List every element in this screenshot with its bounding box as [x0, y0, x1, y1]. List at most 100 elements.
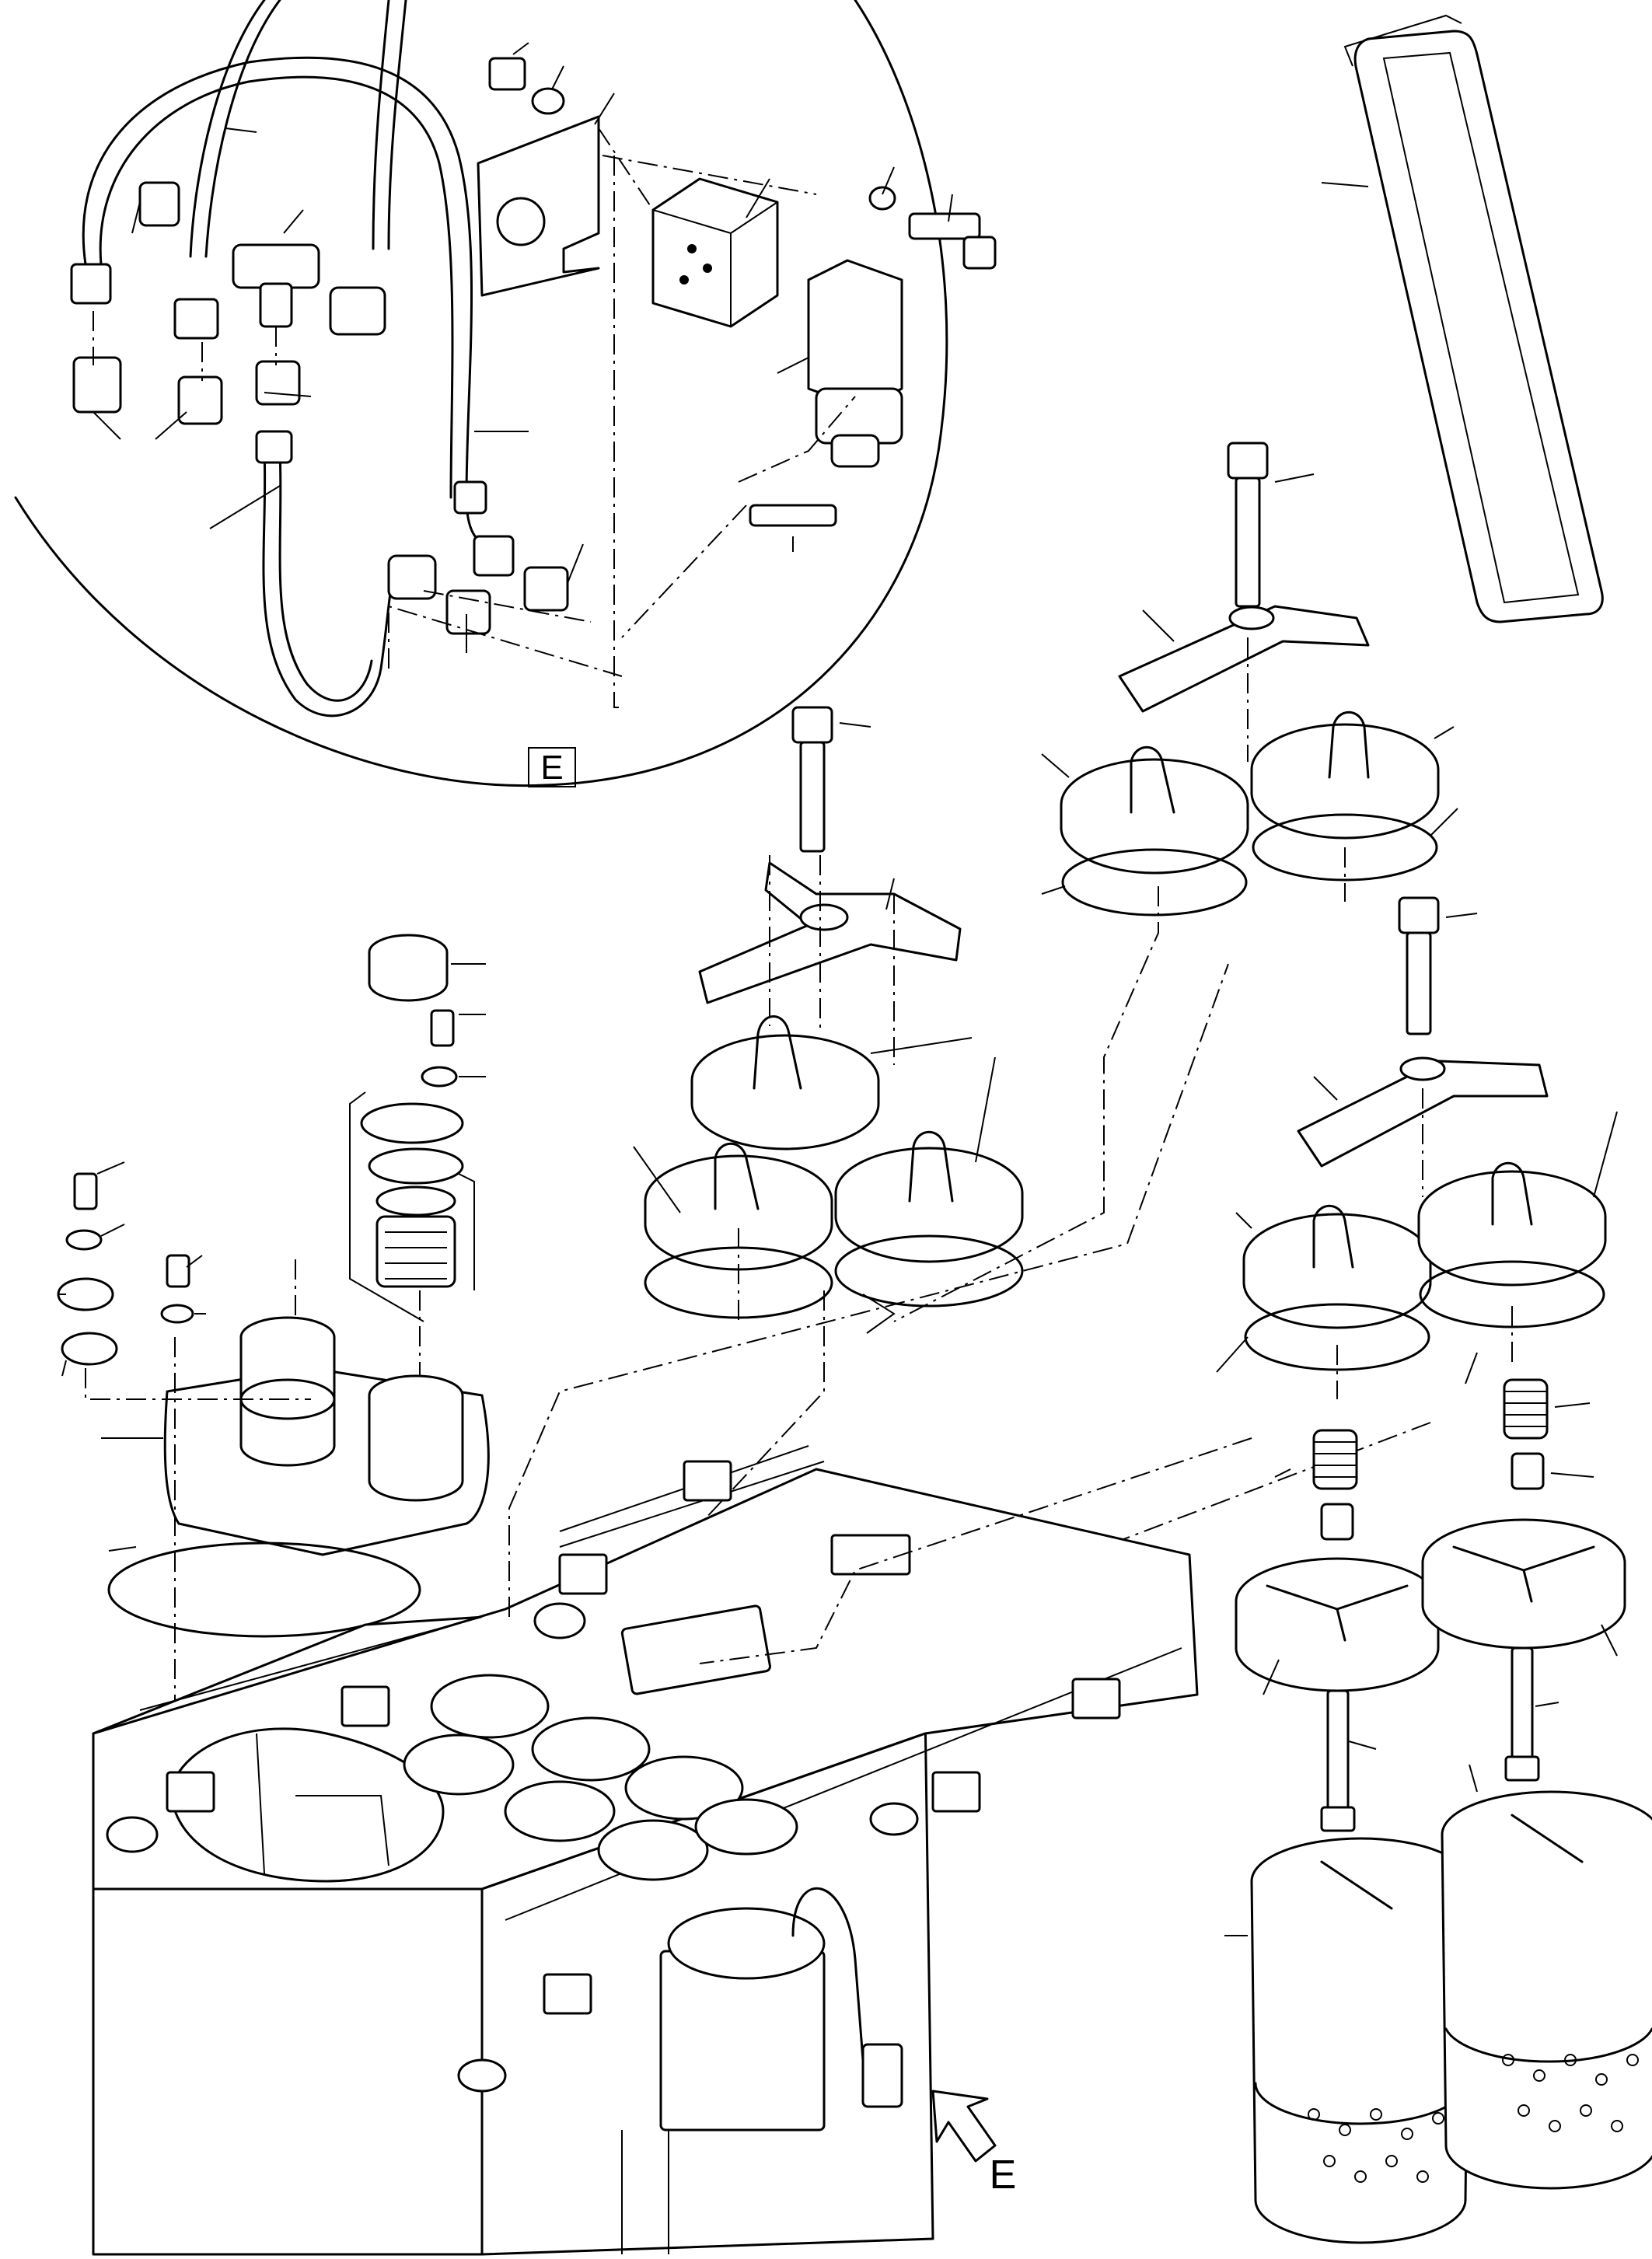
cover-handle: [1130, 745, 1175, 814]
spring-retainer: [1320, 1503, 1354, 1541]
hex-bolt-head: [1398, 896, 1440, 934]
o-ring: [375, 1185, 456, 1217]
assembly-line: [606, 855, 895, 1625]
hex-bolt-head: [962, 236, 997, 270]
hydraulic-hose: [189, 0, 266, 258]
filter-cover-assembly-center: [606, 706, 1024, 1625]
inspection-cover: [620, 1604, 771, 1695]
adapter-fitting: [177, 375, 223, 425]
solenoid-valve: [861, 2043, 903, 2108]
solenoid-valve: [807, 259, 903, 410]
hex-bolt-head: [1227, 442, 1269, 480]
filler-flange: [360, 1102, 464, 1144]
gasket-frame: [1353, 30, 1604, 623]
leader-line: [1216, 913, 1618, 1384]
clamp-hub: [1228, 606, 1275, 630]
hydraulic-tank-frame: E: [92, 855, 1252, 2256]
tank-cover-gasket: [107, 1541, 421, 1638]
cover-handle: [714, 1142, 760, 1210]
port: [687, 244, 697, 253]
two-arm-clamp: [1118, 605, 1370, 713]
filter-cover-rim: [834, 1193, 1024, 1263]
lifting-eye: [533, 1602, 586, 1639]
three-arm-clamp: [698, 861, 962, 1004]
long-bolt-head: [1504, 1755, 1540, 1782]
filter-port: [403, 1734, 515, 1796]
filter-cover-rim: [1250, 770, 1440, 840]
frame-bracket: [558, 1553, 608, 1595]
cover-handle: [908, 1130, 954, 1203]
view-arrow-label: E: [990, 2153, 1017, 2198]
washer: [868, 186, 896, 211]
frame-bracket: [931, 1771, 981, 1813]
adapter-fitting: [138, 181, 180, 227]
long-bolt-head: [1320, 1806, 1356, 1832]
o-ring: [368, 1147, 464, 1185]
socket-screw: [749, 504, 837, 527]
assembly-line: [714, 1088, 1513, 1657]
filter-port: [531, 1716, 651, 1782]
leader-line: [633, 722, 996, 1334]
hose-nut: [70, 263, 112, 305]
valve-block: [651, 177, 779, 328]
manifold-pipe: [791, 1887, 864, 2062]
hex-bolt: [908, 212, 981, 240]
gasket-handle: [1343, 14, 1462, 67]
filter-cover-assembly-lower: [714, 896, 1618, 1657]
hex-bolt-shank: [1235, 477, 1261, 608]
strainer-body: [1250, 1880, 1471, 2244]
hose-nut: [453, 480, 487, 515]
frame-bracket: [543, 1973, 592, 2015]
tee-fitting: [232, 243, 320, 289]
hex-bolt-shank: [799, 741, 826, 853]
lock-washer: [531, 87, 565, 115]
strainer-mesh: [385, 1231, 447, 1280]
o-ring: [1244, 1303, 1430, 1371]
gasket-ring: [61, 1332, 118, 1366]
adapter-fitting: [445, 589, 491, 635]
hex-nut: [488, 57, 526, 91]
adapter-fitting: [255, 360, 301, 406]
elbow-fitting: [329, 286, 386, 336]
detail-view-label-box: [528, 747, 576, 787]
long-bolt: [1326, 1689, 1350, 1817]
strainer-perforations: [1308, 2054, 1639, 2183]
clamp-hub: [799, 903, 849, 931]
detail-view-label: E: [540, 749, 563, 787]
strainer-body: [1441, 1834, 1652, 2190]
spring-coils: [1504, 1391, 1547, 1427]
frame-bracket: [683, 1460, 732, 1502]
lifting-eye: [106, 1816, 159, 1853]
cover-gasket: [1321, 14, 1604, 623]
filler-neck: [368, 1395, 464, 1502]
o-ring: [1419, 1260, 1605, 1329]
baffle: [256, 1733, 389, 1874]
hydraulic-hose: [372, 0, 390, 250]
washer: [421, 1066, 458, 1088]
bracket-line: [349, 1091, 475, 1322]
assembly-line: [598, 127, 856, 708]
solenoid-tip: [830, 434, 880, 468]
screw: [73, 1172, 98, 1210]
cover-handle: [1312, 1204, 1354, 1269]
assembly-line: [508, 855, 1252, 1664]
o-ring: [1252, 813, 1438, 882]
detail-circle-outline: [14, 0, 948, 787]
leader-line: [1041, 473, 1458, 895]
filter-port: [597, 1819, 709, 1881]
filter-strainer-assemblies: [1224, 1378, 1652, 2244]
filter-cover-rim: [690, 1081, 880, 1150]
filler-breather-assembly: [57, 934, 490, 1757]
leader-line: [58, 963, 486, 1552]
leader-line: [93, 42, 953, 653]
frame-bracket: [341, 1685, 390, 1727]
gasket-inner-edge: [1382, 51, 1580, 604]
valve-block-edge: [652, 201, 778, 326]
hydraulic-hose: [262, 449, 398, 718]
detail-view-e: E: [14, 0, 997, 787]
hex-bolt-head: [791, 706, 833, 744]
screw: [166, 1254, 190, 1288]
filter-cover-assembly-upper: [893, 442, 1458, 1322]
hydraulic-hose: [82, 56, 473, 499]
